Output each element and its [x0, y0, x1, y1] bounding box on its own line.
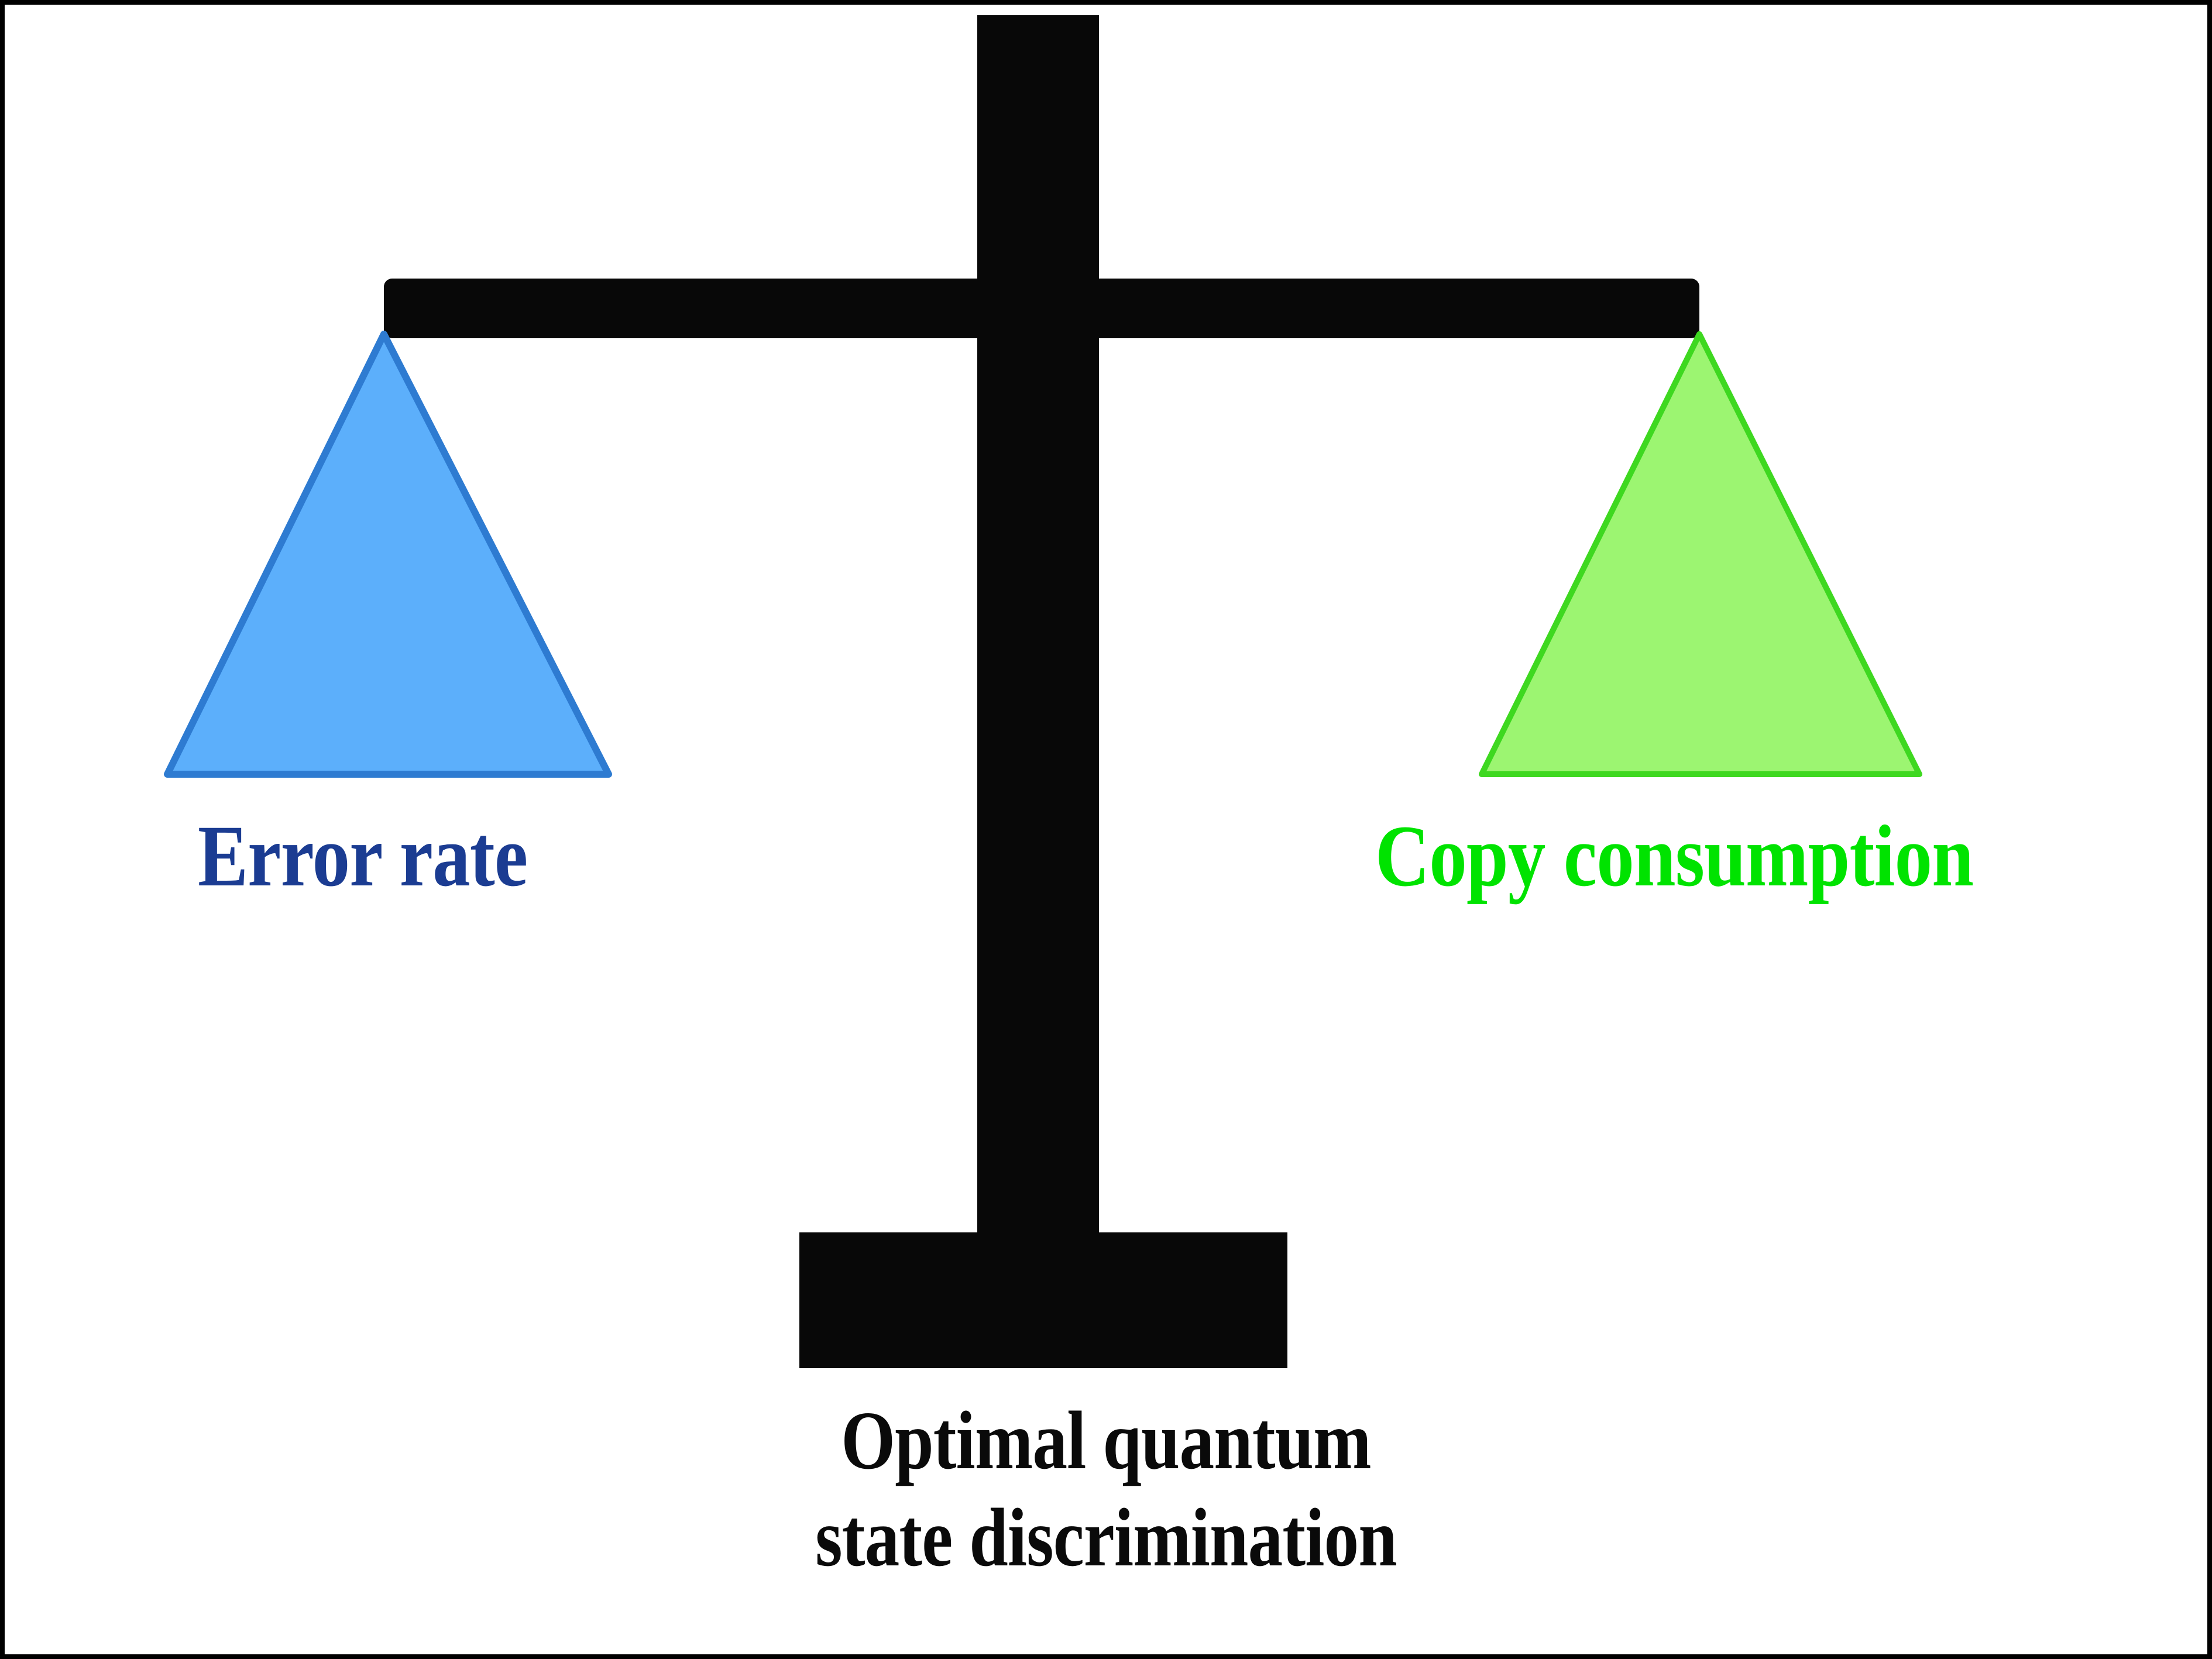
- scale-base: [799, 1232, 1287, 1368]
- copy-consumption-triangle-shape: [1479, 331, 1922, 777]
- error-rate-label: Error rate: [198, 808, 528, 905]
- copy-consumption-label: Copy consumption: [1375, 808, 1974, 905]
- caption-line-1: Optimal quantum: [841, 1394, 1371, 1486]
- scale-post: [977, 15, 1099, 1244]
- right-pan-triangle: [1479, 331, 1922, 777]
- diagram-caption: Optimal quantum state discrimination: [5, 1392, 2207, 1586]
- error-rate-triangle-shape: [164, 331, 612, 778]
- balance-scale-diagram: Error rate Copy consumption Optimal quan…: [5, 5, 2207, 1654]
- caption-line-2: state discrimination: [815, 1491, 1397, 1584]
- left-pan-triangle: [164, 331, 612, 778]
- scale-beam: [384, 279, 1699, 338]
